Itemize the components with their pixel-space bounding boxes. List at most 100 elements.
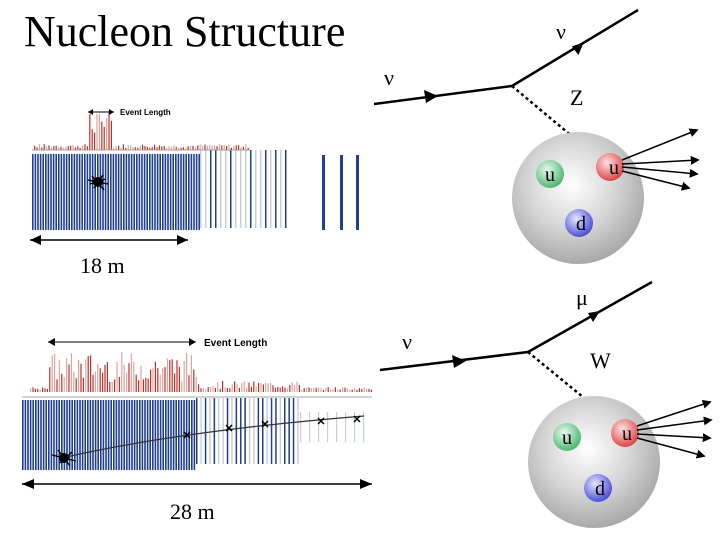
hit-bar (168, 146, 170, 150)
detector-plane (45, 400, 47, 470)
hit-bar (158, 145, 160, 150)
hit-bar (241, 382, 243, 392)
hit-bar (267, 383, 269, 392)
hit-bar (176, 360, 178, 392)
detector-plane (200, 398, 202, 464)
detector-plane (126, 400, 128, 470)
hit-bar (151, 147, 153, 150)
hit-bar (159, 374, 161, 392)
hit-bar (58, 147, 60, 150)
hit-bar (354, 387, 356, 392)
hit-bar (49, 367, 51, 392)
hit-bar (82, 145, 84, 150)
hit-bar (30, 388, 32, 392)
hit-bar (127, 145, 129, 150)
detector-plane (32, 154, 34, 230)
detector-plane (55, 154, 57, 230)
hit-bar (139, 145, 141, 150)
hit-bar (156, 147, 158, 150)
detector-plane (39, 154, 42, 230)
detector-plane (87, 400, 89, 470)
hit-bar (41, 147, 43, 150)
hit-bar (113, 147, 115, 150)
detector-plane (84, 154, 86, 230)
nc-detector-planes (32, 150, 359, 230)
hit-bar (174, 373, 176, 392)
hit-bar (135, 374, 137, 392)
detector-plane (115, 154, 117, 230)
hit-bar (142, 144, 144, 150)
hit-bar (34, 145, 36, 150)
detector-plane (204, 398, 207, 464)
nc-quark-u-green: u (536, 160, 564, 188)
detector-plane (104, 154, 107, 230)
hit-bar (123, 364, 125, 392)
detector-plane (284, 398, 286, 464)
detector-plane (141, 400, 144, 470)
hit-bar (101, 121, 103, 150)
detector-plane (136, 400, 138, 470)
hit-bar (185, 147, 187, 150)
detector-plane (225, 150, 227, 228)
detector-plane (66, 400, 68, 470)
cc-incoming-neutrino-line (379, 350, 529, 372)
hit-bar (51, 355, 53, 392)
detector-plane (42, 400, 45, 470)
detector-plane (105, 400, 107, 470)
hit-bar (209, 144, 211, 150)
cc-muon-track (51, 415, 365, 467)
hit-bar (36, 147, 38, 150)
hit-bar (142, 379, 144, 392)
hit-bar (186, 353, 188, 392)
detector-plane (235, 150, 237, 228)
detector-plane (27, 400, 29, 470)
detector-plane (71, 400, 73, 470)
detector-plane (91, 154, 94, 230)
hit-bar (260, 383, 262, 392)
hit-bar (78, 359, 80, 392)
hit-bar (308, 387, 310, 392)
nc-nucleon (512, 132, 644, 264)
detector-plane (280, 150, 282, 228)
detector-plane (81, 154, 83, 230)
hit-bar (110, 120, 112, 150)
detector-plane (115, 400, 118, 470)
detector-plane (162, 400, 164, 470)
hit-bar (66, 358, 68, 392)
nc-z-boson-line (511, 85, 599, 159)
hit-bar (205, 388, 207, 392)
cc-nucleon (528, 396, 660, 528)
hit-bar (94, 371, 96, 392)
detector-plane (68, 154, 70, 230)
hit-bar (149, 147, 151, 150)
detector-plane (182, 154, 185, 230)
hit-bar (210, 387, 212, 392)
svg-text:u: u (609, 157, 619, 179)
hit-bar (115, 146, 117, 150)
cc-hadron-jet (636, 399, 713, 459)
detector-plane (240, 150, 242, 228)
detector-plane (110, 154, 112, 230)
hit-bar (99, 368, 101, 392)
detector-plane (123, 154, 125, 230)
detector-plane (107, 154, 109, 230)
cc-scattering-diagram: u u d (379, 280, 713, 528)
detector-plane (159, 400, 162, 470)
hit-bar (73, 371, 75, 392)
hit-bar (154, 144, 156, 150)
detector-plane (169, 154, 172, 230)
hit-bar (137, 147, 139, 150)
hit-bar (171, 359, 173, 392)
hit-bar (306, 387, 308, 392)
hit-bar (243, 381, 245, 392)
detector-plane (58, 154, 60, 230)
cc-quark-d-blue: d (584, 474, 612, 502)
nc-incoming-neutrino-line (373, 84, 513, 106)
hit-bar (238, 387, 240, 392)
detector-plane (275, 398, 277, 464)
hit-bar (94, 132, 96, 150)
hit-bar (126, 372, 128, 392)
hit-bar (265, 382, 267, 392)
hit-bar (133, 361, 135, 392)
